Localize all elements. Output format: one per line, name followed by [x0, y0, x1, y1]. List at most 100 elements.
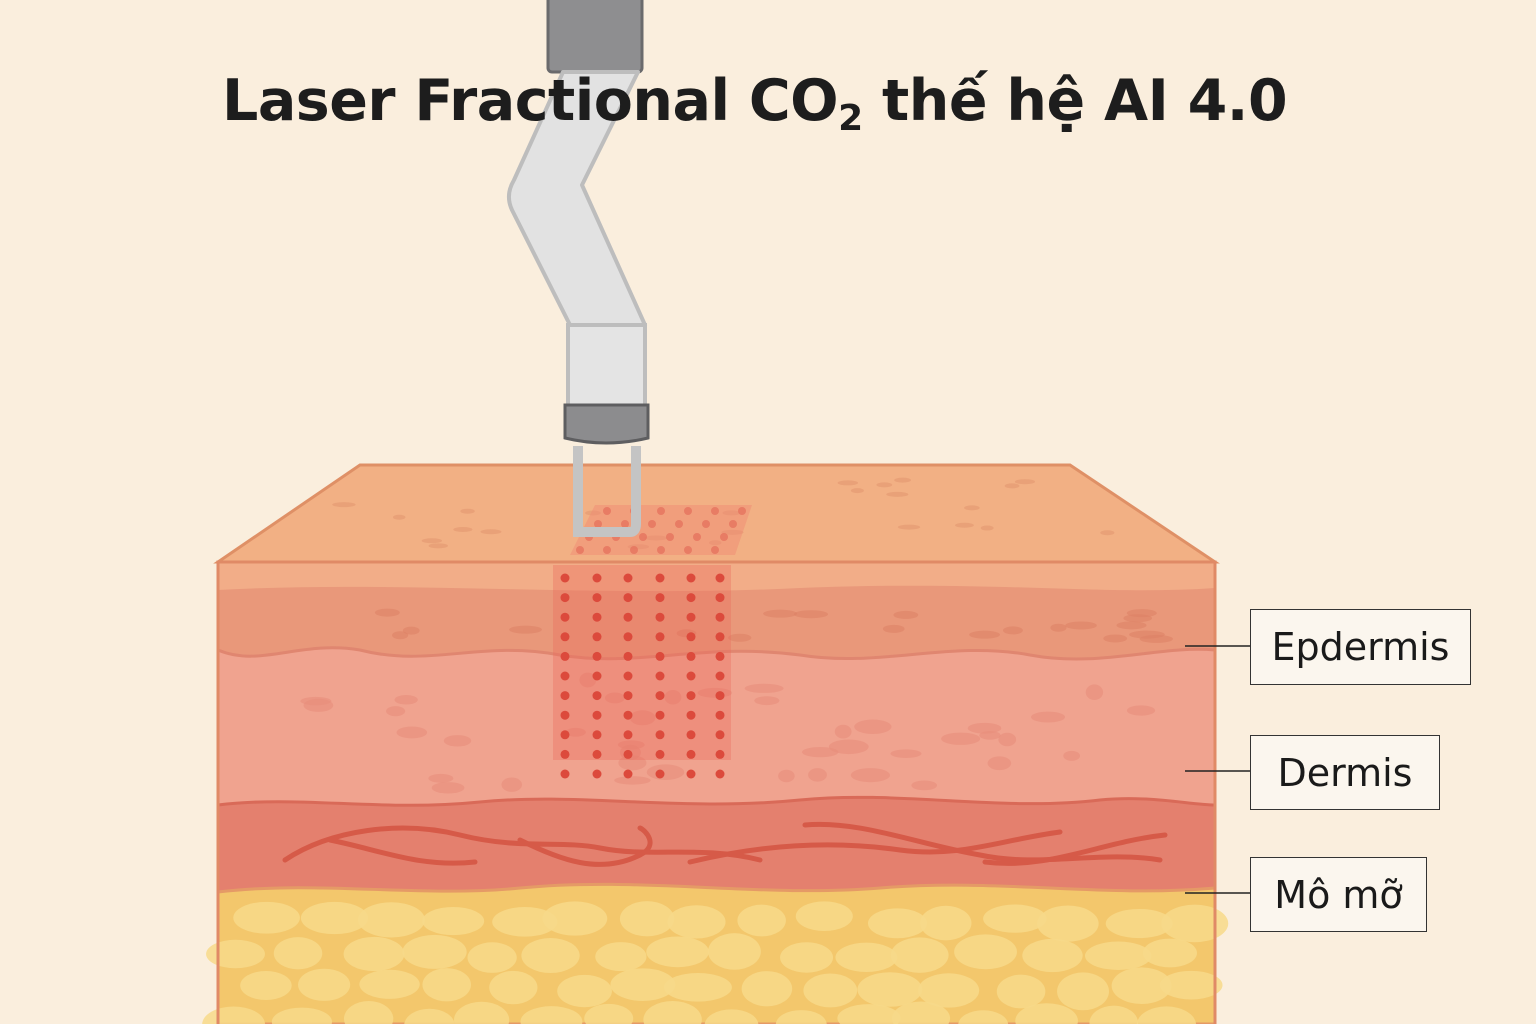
- laser-dot: [623, 593, 633, 603]
- fat-cells: [202, 901, 1229, 1024]
- dermis-spot: [394, 695, 418, 705]
- surface-spot: [480, 529, 502, 535]
- fat-cell: [737, 904, 786, 937]
- fat-cell: [298, 968, 351, 1001]
- dermis-spot: [1063, 750, 1081, 761]
- fat-cell: [233, 901, 300, 934]
- laser-dot: [560, 769, 570, 779]
- laser-dot-surface: [684, 507, 692, 515]
- device-arm: [507, 70, 647, 327]
- fat-cell: [837, 1004, 901, 1024]
- dermis-spot: [565, 727, 586, 737]
- label-fat-tissue: Mô mỡ: [1250, 857, 1427, 932]
- surface-spot: [850, 488, 864, 494]
- fat-cell: [643, 1000, 702, 1024]
- surface-spot: [392, 514, 406, 520]
- epidermis-spot: [1139, 634, 1173, 643]
- laser-dot-surface: [657, 546, 665, 554]
- laser-dot: [686, 593, 696, 603]
- fat-cell: [453, 1001, 510, 1024]
- dermis-spot: [754, 696, 780, 706]
- epidermis-spot: [1065, 621, 1097, 630]
- surface-spot: [460, 508, 475, 514]
- dermis-spot: [618, 755, 647, 771]
- fat-cell: [1142, 938, 1198, 968]
- laser-dot: [686, 730, 696, 740]
- fat-cell: [663, 973, 732, 1002]
- fat-cell: [520, 1006, 583, 1024]
- dermis-spot: [664, 690, 682, 705]
- laser-dot: [655, 593, 665, 603]
- dermis-spot: [501, 777, 523, 792]
- laser-dot: [623, 749, 633, 759]
- fat-cell: [240, 970, 292, 1000]
- dermis-spot: [890, 749, 922, 758]
- surface-spot: [1004, 483, 1020, 489]
- title-text: Laser Fractional CO: [222, 68, 839, 134]
- surface-spot: [421, 538, 443, 544]
- dermis-spot: [579, 672, 597, 688]
- fat-cell: [271, 1007, 333, 1024]
- laser-column: [553, 565, 731, 760]
- dermis-spot: [834, 724, 852, 739]
- laser-dot: [560, 730, 570, 740]
- laser-dot: [592, 710, 602, 720]
- laser-dot: [715, 612, 725, 622]
- surface-spot: [894, 477, 911, 483]
- laser-dot: [655, 710, 665, 720]
- fat-cell: [619, 901, 675, 937]
- surface-spot: [453, 526, 473, 532]
- fat-cell: [300, 901, 369, 935]
- laser-dot: [560, 612, 570, 622]
- epidermis-spot: [882, 624, 905, 633]
- fat-cell: [557, 974, 612, 1008]
- fat-cell: [1084, 941, 1152, 971]
- laser-dot: [560, 749, 570, 759]
- fat-cell: [996, 974, 1046, 1009]
- laser-dot: [623, 671, 633, 681]
- dermis-spot: [431, 782, 465, 794]
- epidermis-spot: [1050, 623, 1067, 632]
- surface-spot: [837, 480, 859, 486]
- fat-cell: [595, 942, 647, 972]
- laser-dot-surface: [684, 546, 692, 554]
- epidermis-spot: [893, 610, 919, 619]
- laser-dot-surface: [738, 507, 746, 515]
- laser-dot: [623, 573, 633, 583]
- fat-cell: [1022, 938, 1083, 973]
- laser-dot-surface: [603, 507, 611, 515]
- epidermis-spot: [969, 630, 1000, 639]
- laser-dot: [686, 710, 696, 720]
- dermis-spot: [778, 769, 795, 783]
- laser-dot: [655, 769, 665, 779]
- fat-cell: [646, 936, 709, 968]
- laser-dot: [592, 573, 602, 583]
- laser-dot-surface: [720, 533, 728, 541]
- laser-dot: [715, 730, 725, 740]
- laser-dot-surface: [711, 546, 719, 554]
- epidermis-spot: [728, 633, 752, 642]
- fat-cell: [357, 902, 425, 938]
- fat-cell: [857, 972, 923, 1007]
- laser-dot: [592, 612, 602, 622]
- dermis-spot: [1030, 711, 1066, 723]
- laser-dot: [686, 691, 696, 701]
- laser-dot: [686, 749, 696, 759]
- epidermis-spot: [1126, 609, 1157, 618]
- laser-dot: [655, 632, 665, 642]
- epidermis-spot: [1103, 634, 1128, 643]
- laser-dot: [655, 612, 665, 622]
- fat-cell: [958, 1010, 1009, 1024]
- fat-cell: [890, 937, 949, 973]
- laser-dot: [560, 671, 570, 681]
- dermis-spot: [911, 780, 938, 791]
- laser-dot: [715, 651, 725, 661]
- laser-dot: [592, 593, 602, 603]
- surface-spot: [1014, 479, 1036, 485]
- dermis-spot: [967, 722, 1002, 734]
- laser-dot: [715, 632, 725, 642]
- laser-dots: [560, 507, 746, 779]
- laser-dot-surface: [711, 507, 719, 515]
- fat-cell: [467, 942, 517, 973]
- label-epidermis: Epdermis: [1250, 609, 1471, 685]
